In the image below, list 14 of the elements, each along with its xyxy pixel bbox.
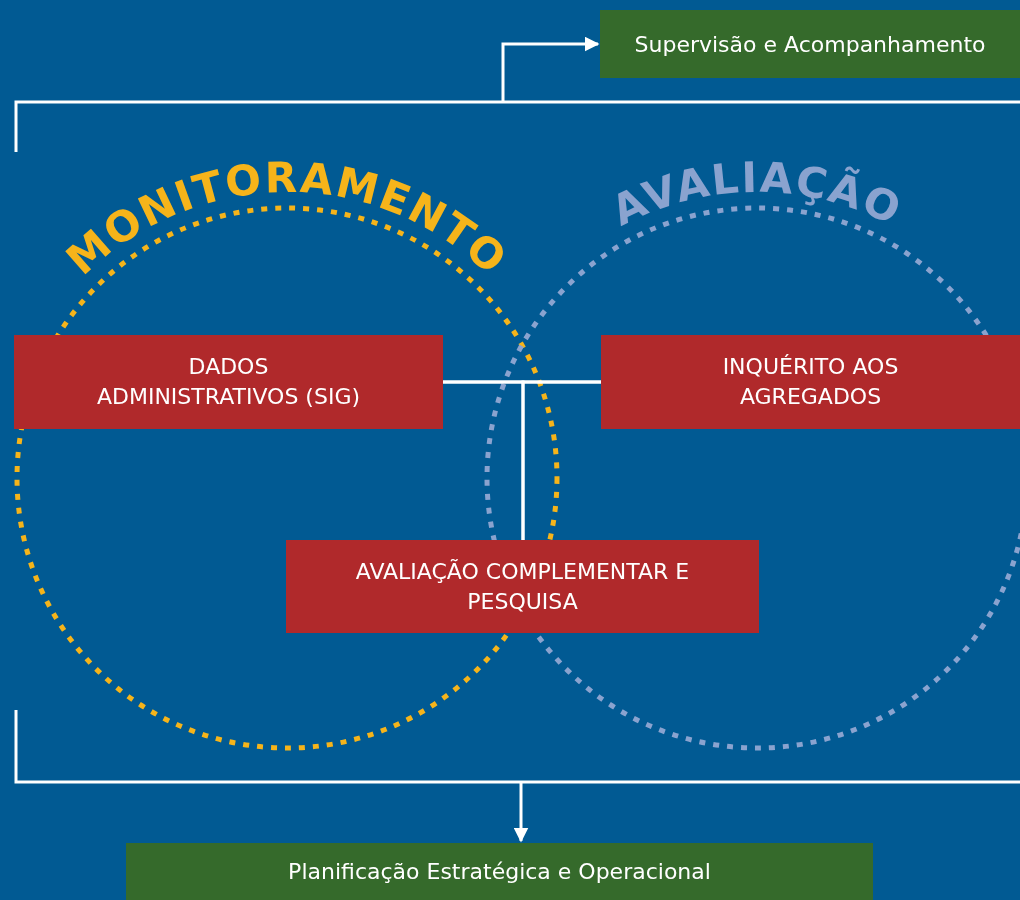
arrow: [513, 782, 529, 843]
process-box: [14, 335, 443, 429]
box-label: Planificação Estratégica e Operacional: [288, 859, 711, 884]
box-label: DADOS ADMINISTRATIVOS (SIG): [95, 353, 362, 411]
arrow: [501, 36, 600, 102]
process-box: [126, 843, 873, 900]
box-label: Supervisão e Acompanhamento: [634, 31, 986, 57]
process-box: [286, 540, 759, 633]
connector-line: [521, 380, 601, 540]
box-label: INQUÉRITO AOS AGREGADOS: [721, 353, 900, 411]
box-label: AVALIAÇÃO COMPLEMENTAR E PESQUISA: [354, 557, 691, 616]
process-box: [600, 10, 1020, 78]
process-box: [601, 335, 1020, 429]
circle-title: AVALIAÇÃO: [604, 152, 910, 236]
